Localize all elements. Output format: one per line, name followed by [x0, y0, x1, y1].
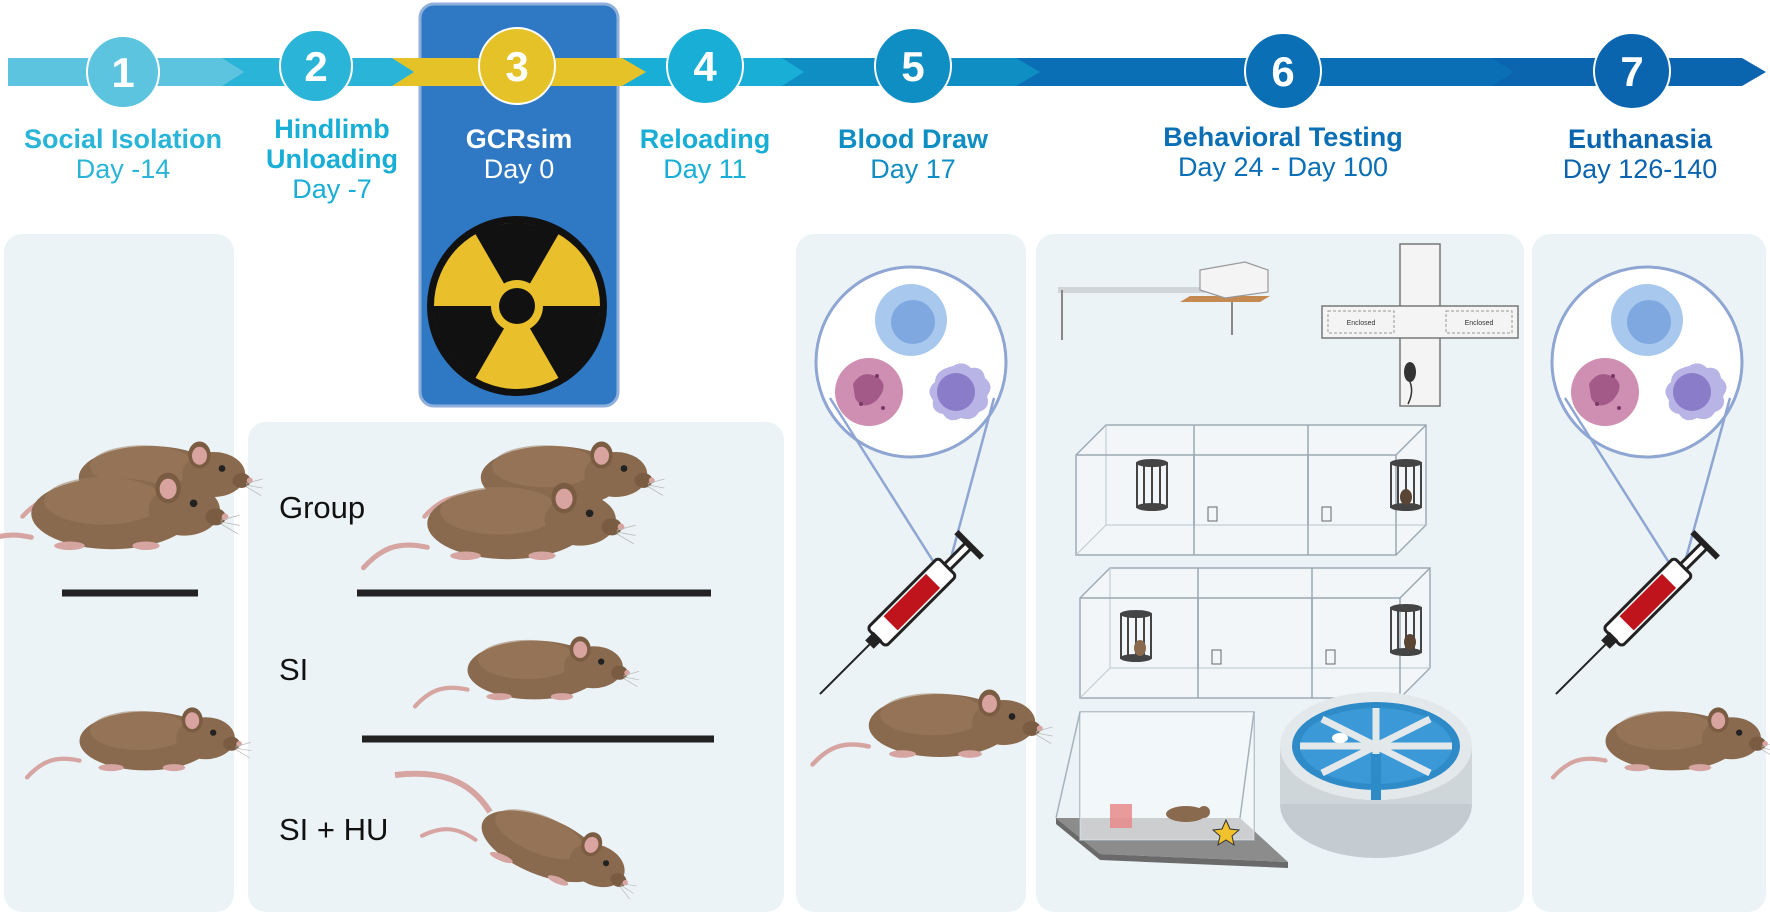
step-circle-3 [478, 27, 556, 105]
step-title-4: Reloading [639, 124, 771, 154]
step-day-4: Day 11 [663, 154, 747, 185]
step-circle-2 [279, 29, 353, 103]
three-chamber-box-icon-1 [1075, 424, 1427, 556]
three-chamber-box-icon-2 [1079, 567, 1431, 699]
step-title-3: GCRsim [465, 124, 573, 154]
step-circle-5 [874, 27, 952, 105]
step-label-5: Blood Draw Day 17 [800, 124, 1026, 184]
step-number-5: 5 [901, 43, 924, 90]
blood-cells-icon [814, 265, 1008, 459]
step-number-6: 6 [1271, 48, 1294, 95]
step-title-2-line1: Hindlimb [274, 114, 390, 144]
step-title-5: Blood Draw [837, 124, 988, 154]
step-day-6: Day 24 - Day 100 [1177, 152, 1389, 183]
elevated-platform-icon [1058, 261, 1270, 340]
group-label-group: Group [279, 490, 366, 525]
step-day-1: Day -14 [75, 154, 171, 185]
step-number-1: 1 [111, 49, 134, 96]
step-circle-4 [666, 27, 744, 105]
si-hu-mouse [394, 773, 649, 915]
radial-arm-water-maze-icon [1280, 692, 1472, 858]
step-label-4: Reloading Day 11 [620, 124, 790, 184]
step-title-1: Social Isolation [23, 124, 223, 154]
maze-label-right: Enclosed [1465, 320, 1494, 327]
step-circle-6 [1244, 32, 1322, 110]
step-circles [86, 27, 1671, 110]
blood-cells-icon [1550, 265, 1744, 459]
step-title-2-line2: Unloading [266, 144, 398, 175]
step-number-2: 2 [304, 43, 327, 90]
step-label-1: Social Isolation Day -14 [0, 124, 246, 184]
step-title-6: Behavioral Testing [1163, 122, 1403, 152]
step-day-2: Day -7 [292, 174, 372, 205]
step-day-7: Day 126-140 [1562, 154, 1718, 185]
step-label-3: GCRsim Day 0 [420, 124, 618, 184]
maze-label-left: Enclosed [1347, 320, 1376, 327]
group-label-si: SI [279, 652, 309, 687]
panel-social-isolation [4, 234, 234, 912]
step-number-4: 4 [693, 43, 717, 90]
step-day-5: Day 17 [870, 154, 956, 185]
step-label-7: Euthanasia Day 126-140 [1530, 124, 1750, 184]
step-circle-7 [1593, 32, 1671, 110]
radiation-icon [427, 216, 607, 396]
step-label-2: Hindlimb Unloading Day -7 [246, 114, 418, 205]
star-icon [1211, 818, 1241, 847]
step-day-3: Day 0 [483, 154, 555, 185]
elevated-plus-maze-icon: Enclosed Enclosed [1321, 243, 1519, 407]
open-field-box-icon [1055, 711, 1288, 868]
step-number-7: 7 [1620, 48, 1643, 95]
step-number-3: 3 [505, 43, 528, 90]
group-label-si-hu: SI + HU [279, 812, 389, 847]
step-label-6: Behavioral Testing Day 24 - Day 100 [1110, 122, 1456, 182]
step-title-7: Euthanasia [1567, 124, 1713, 154]
step-circle-1 [86, 35, 160, 109]
